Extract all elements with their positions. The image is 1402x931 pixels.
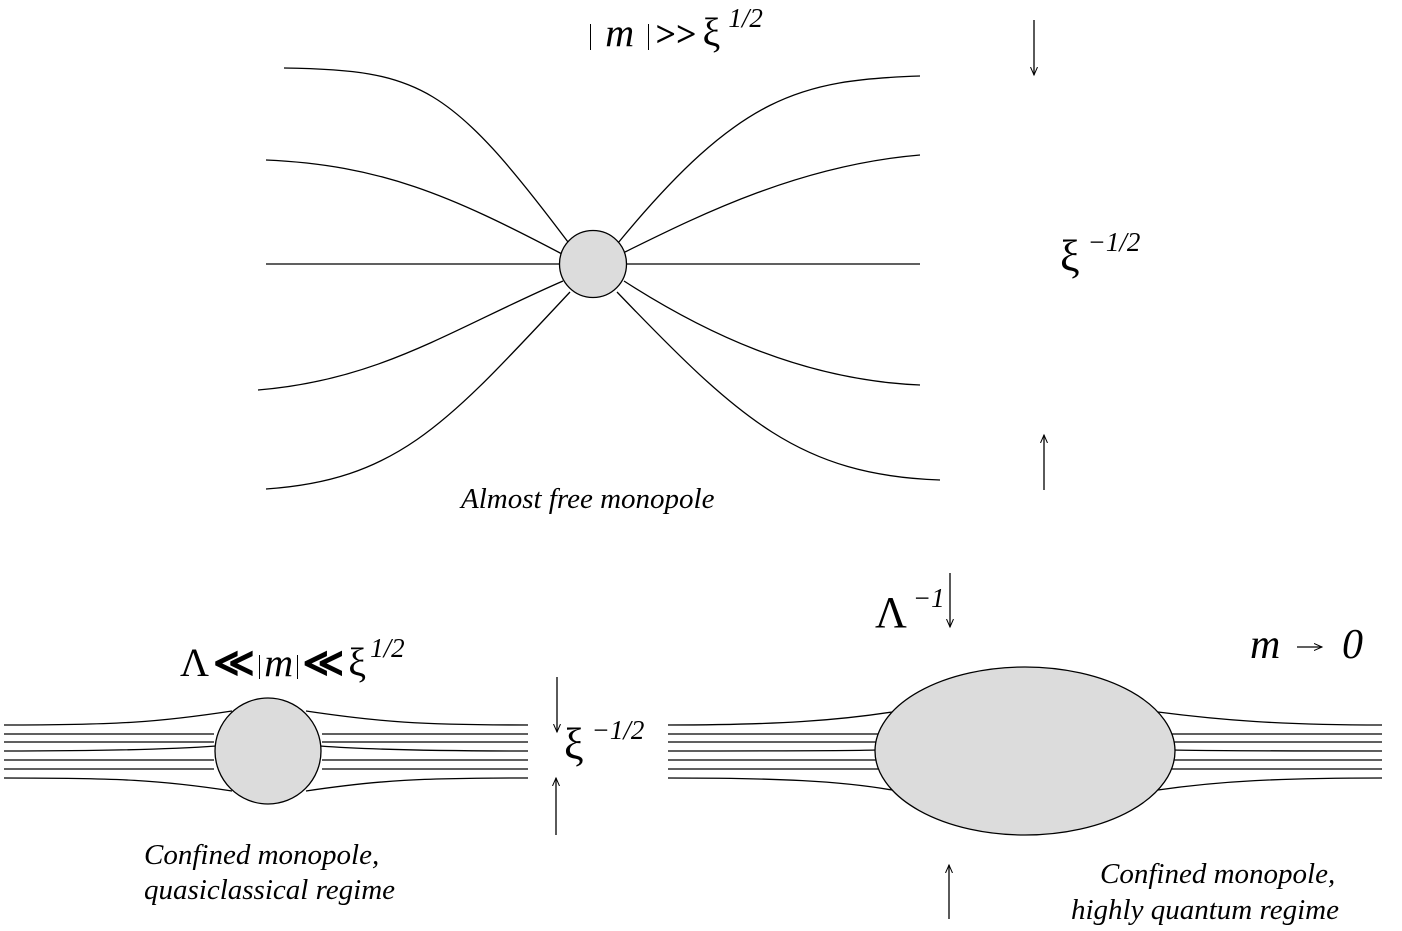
field-line <box>265 291 571 490</box>
abs-bar-left <box>590 23 592 50</box>
size-label: Λ−1 <box>875 583 945 643</box>
much-less-symbol: ≪ <box>213 640 255 685</box>
free-monopole <box>558 229 628 299</box>
exponent: −1 <box>912 583 945 613</box>
quasiclassical-flux-tube <box>3 710 529 792</box>
abs-bar-left <box>258 654 261 679</box>
limit-mass: m <box>1250 622 1281 668</box>
confined-monopole-small <box>214 697 322 805</box>
free-field-lines <box>257 67 941 490</box>
confined-monopole-large <box>874 666 1176 836</box>
limit-zero: 0 <box>1342 622 1363 668</box>
caption-quantum-line2: highly quantum regime <box>1071 894 1339 926</box>
abs-bar-right <box>648 23 650 50</box>
field-line <box>617 75 921 244</box>
width-label-top: ξ−1/2 <box>1060 227 1140 287</box>
xi-symbol: ξ <box>702 10 721 55</box>
caption-quantum-line1: Confined monopole, <box>1100 858 1336 890</box>
field-line <box>624 154 921 253</box>
width-label-bottom: ξ−1/2 <box>564 715 644 775</box>
much-less-symbol: ≪ <box>302 640 345 685</box>
mass-symbol: m <box>264 640 294 685</box>
field-line <box>283 67 569 243</box>
field-line <box>265 159 563 255</box>
xi-symbol: ξ <box>564 720 584 769</box>
lambda-symbol: Λ <box>180 640 210 685</box>
caption-free-monopole: Almost free monopole <box>461 483 715 515</box>
exponent: 1/2 <box>370 633 405 663</box>
field-line <box>616 291 941 481</box>
quantum-flux-tube <box>667 711 1383 791</box>
exponent: −1/2 <box>1087 227 1141 257</box>
exponent: −1/2 <box>591 715 645 745</box>
xi-symbol: ξ <box>348 640 367 685</box>
lambda-symbol: Λ <box>875 588 907 637</box>
caption-quasiclassical-line1: Confined monopole, <box>144 839 380 871</box>
field-line <box>623 280 921 386</box>
field-line <box>257 280 564 391</box>
caption-quasiclassical-line2: quasiclassical regime <box>144 874 396 906</box>
abs-bar-right <box>297 654 299 679</box>
much-greater-symbol: >> <box>655 14 697 54</box>
exponent: 1/2 <box>728 3 763 33</box>
xi-symbol: ξ <box>1060 232 1080 281</box>
mass-symbol: m <box>605 10 635 55</box>
